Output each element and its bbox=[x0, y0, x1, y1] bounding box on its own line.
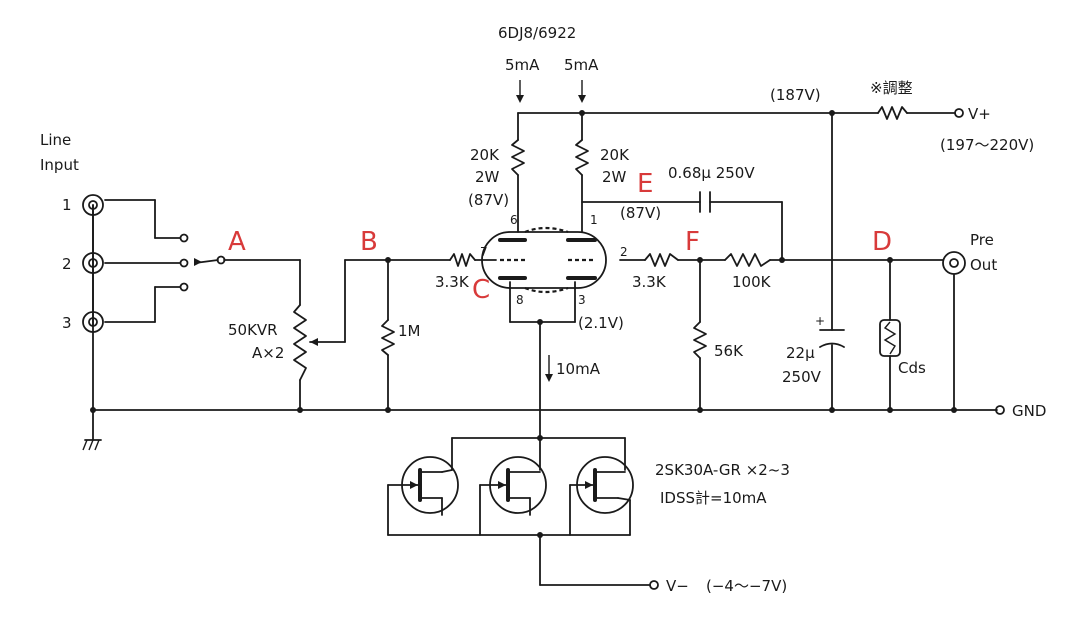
plate-current-right: 5mA bbox=[564, 56, 599, 74]
input-number-3: 3 bbox=[62, 314, 72, 332]
svg-text:+: + bbox=[815, 314, 825, 328]
pre-out-label-1: Pre bbox=[970, 231, 994, 249]
tube-label: 6DJ8/6922 bbox=[498, 24, 576, 42]
ground-symbol bbox=[82, 439, 102, 451]
plate-resistor-left-value: 20K bbox=[470, 146, 500, 164]
resistor-20k-left bbox=[511, 139, 525, 176]
fet-1 bbox=[387, 456, 459, 516]
volume-pot-value: 50KVR bbox=[228, 321, 278, 339]
electrolytic-capacitor: + bbox=[815, 314, 845, 348]
wires bbox=[92, 112, 998, 586]
resistor-supply-adjust bbox=[877, 106, 908, 120]
cathode-current: 10mA bbox=[556, 360, 601, 378]
grid-resistor-right-label: 3.3K bbox=[632, 273, 667, 291]
vminus-range: (−4～−7V) bbox=[706, 577, 787, 595]
point-label-f: F bbox=[685, 227, 700, 257]
line-input-label-2: Input bbox=[40, 156, 79, 174]
input-jack-1 bbox=[82, 194, 104, 216]
plate-resistor-right-value: 20K bbox=[600, 146, 630, 164]
selector-switch bbox=[179, 233, 226, 292]
terminals bbox=[649, 108, 1005, 590]
pre-out-label-2: Out bbox=[970, 256, 997, 274]
supply-voltage: (187V) bbox=[770, 86, 821, 104]
adjust-note: ※調整 bbox=[870, 79, 913, 97]
input-jack-3 bbox=[82, 311, 104, 333]
coupling-cap-label: 0.68μ 250V bbox=[668, 164, 755, 182]
cds-cell bbox=[879, 319, 901, 357]
gnd-label: GND bbox=[1012, 402, 1046, 420]
plate-resistor-right-watt: 2W bbox=[602, 168, 627, 186]
junctions bbox=[90, 110, 957, 538]
pin-8: 8 bbox=[516, 293, 524, 307]
point-label-c: C bbox=[472, 275, 490, 305]
resistor-56k bbox=[693, 321, 707, 359]
pin-6: 6 bbox=[510, 213, 518, 227]
resistor-1m bbox=[381, 319, 395, 356]
output-jack bbox=[942, 251, 966, 275]
pin-3: 3 bbox=[578, 293, 586, 307]
fet-3 bbox=[569, 456, 634, 514]
point-label-e: E bbox=[637, 169, 653, 199]
electrolytic-cap-value: 22μ bbox=[786, 344, 815, 362]
plate-resistor-left-volt: (87V) bbox=[468, 191, 509, 209]
volume-pot bbox=[293, 304, 318, 381]
input-number-1: 1 bbox=[62, 196, 72, 214]
fet-2 bbox=[479, 456, 547, 516]
resistor-100k bbox=[724, 253, 771, 267]
dual-triode-tube bbox=[481, 226, 607, 294]
input-number-2: 2 bbox=[62, 255, 72, 273]
plate-resistor-left-watt: 2W bbox=[475, 168, 500, 186]
point-label-a: A bbox=[228, 227, 246, 257]
vminus-label: V− bbox=[666, 577, 689, 595]
cds-label: Cds bbox=[898, 359, 926, 377]
fet-idss-label: IDSS計=10mA bbox=[660, 489, 767, 507]
plate-current-left: 5mA bbox=[505, 56, 540, 74]
electrolytic-cap-volt: 250V bbox=[782, 368, 822, 386]
vplus-label: V+ bbox=[968, 105, 991, 123]
pin-2: 2 bbox=[620, 245, 628, 259]
resistor-20k-right bbox=[575, 139, 589, 176]
resistor-100k-label: 100K bbox=[732, 273, 772, 291]
current-arrows bbox=[516, 80, 586, 382]
right-plate-voltage: (87V) bbox=[620, 204, 661, 222]
line-input-label-1: Line bbox=[40, 131, 71, 149]
fet-part-label: 2SK30A-GR ×2~3 bbox=[655, 461, 790, 479]
point-label-d: D bbox=[872, 227, 892, 257]
resistor-1m-label: 1M bbox=[398, 322, 421, 340]
vplus-range: (197～220V) bbox=[940, 136, 1034, 154]
volume-pot-gang: A×2 bbox=[252, 344, 284, 362]
input-jack-2 bbox=[82, 252, 104, 274]
pin-1: 1 bbox=[590, 213, 598, 227]
resistor-grid-left bbox=[449, 253, 476, 267]
cathode-voltage: (2.1V) bbox=[578, 314, 624, 332]
point-label-b: B bbox=[360, 227, 378, 257]
resistor-grid-right bbox=[644, 253, 679, 267]
pin-7: 7 bbox=[480, 245, 488, 259]
coupling-capacitor bbox=[699, 191, 711, 213]
resistor-56k-label: 56K bbox=[714, 342, 744, 360]
grid-resistor-left-label: 3.3K bbox=[435, 273, 470, 291]
